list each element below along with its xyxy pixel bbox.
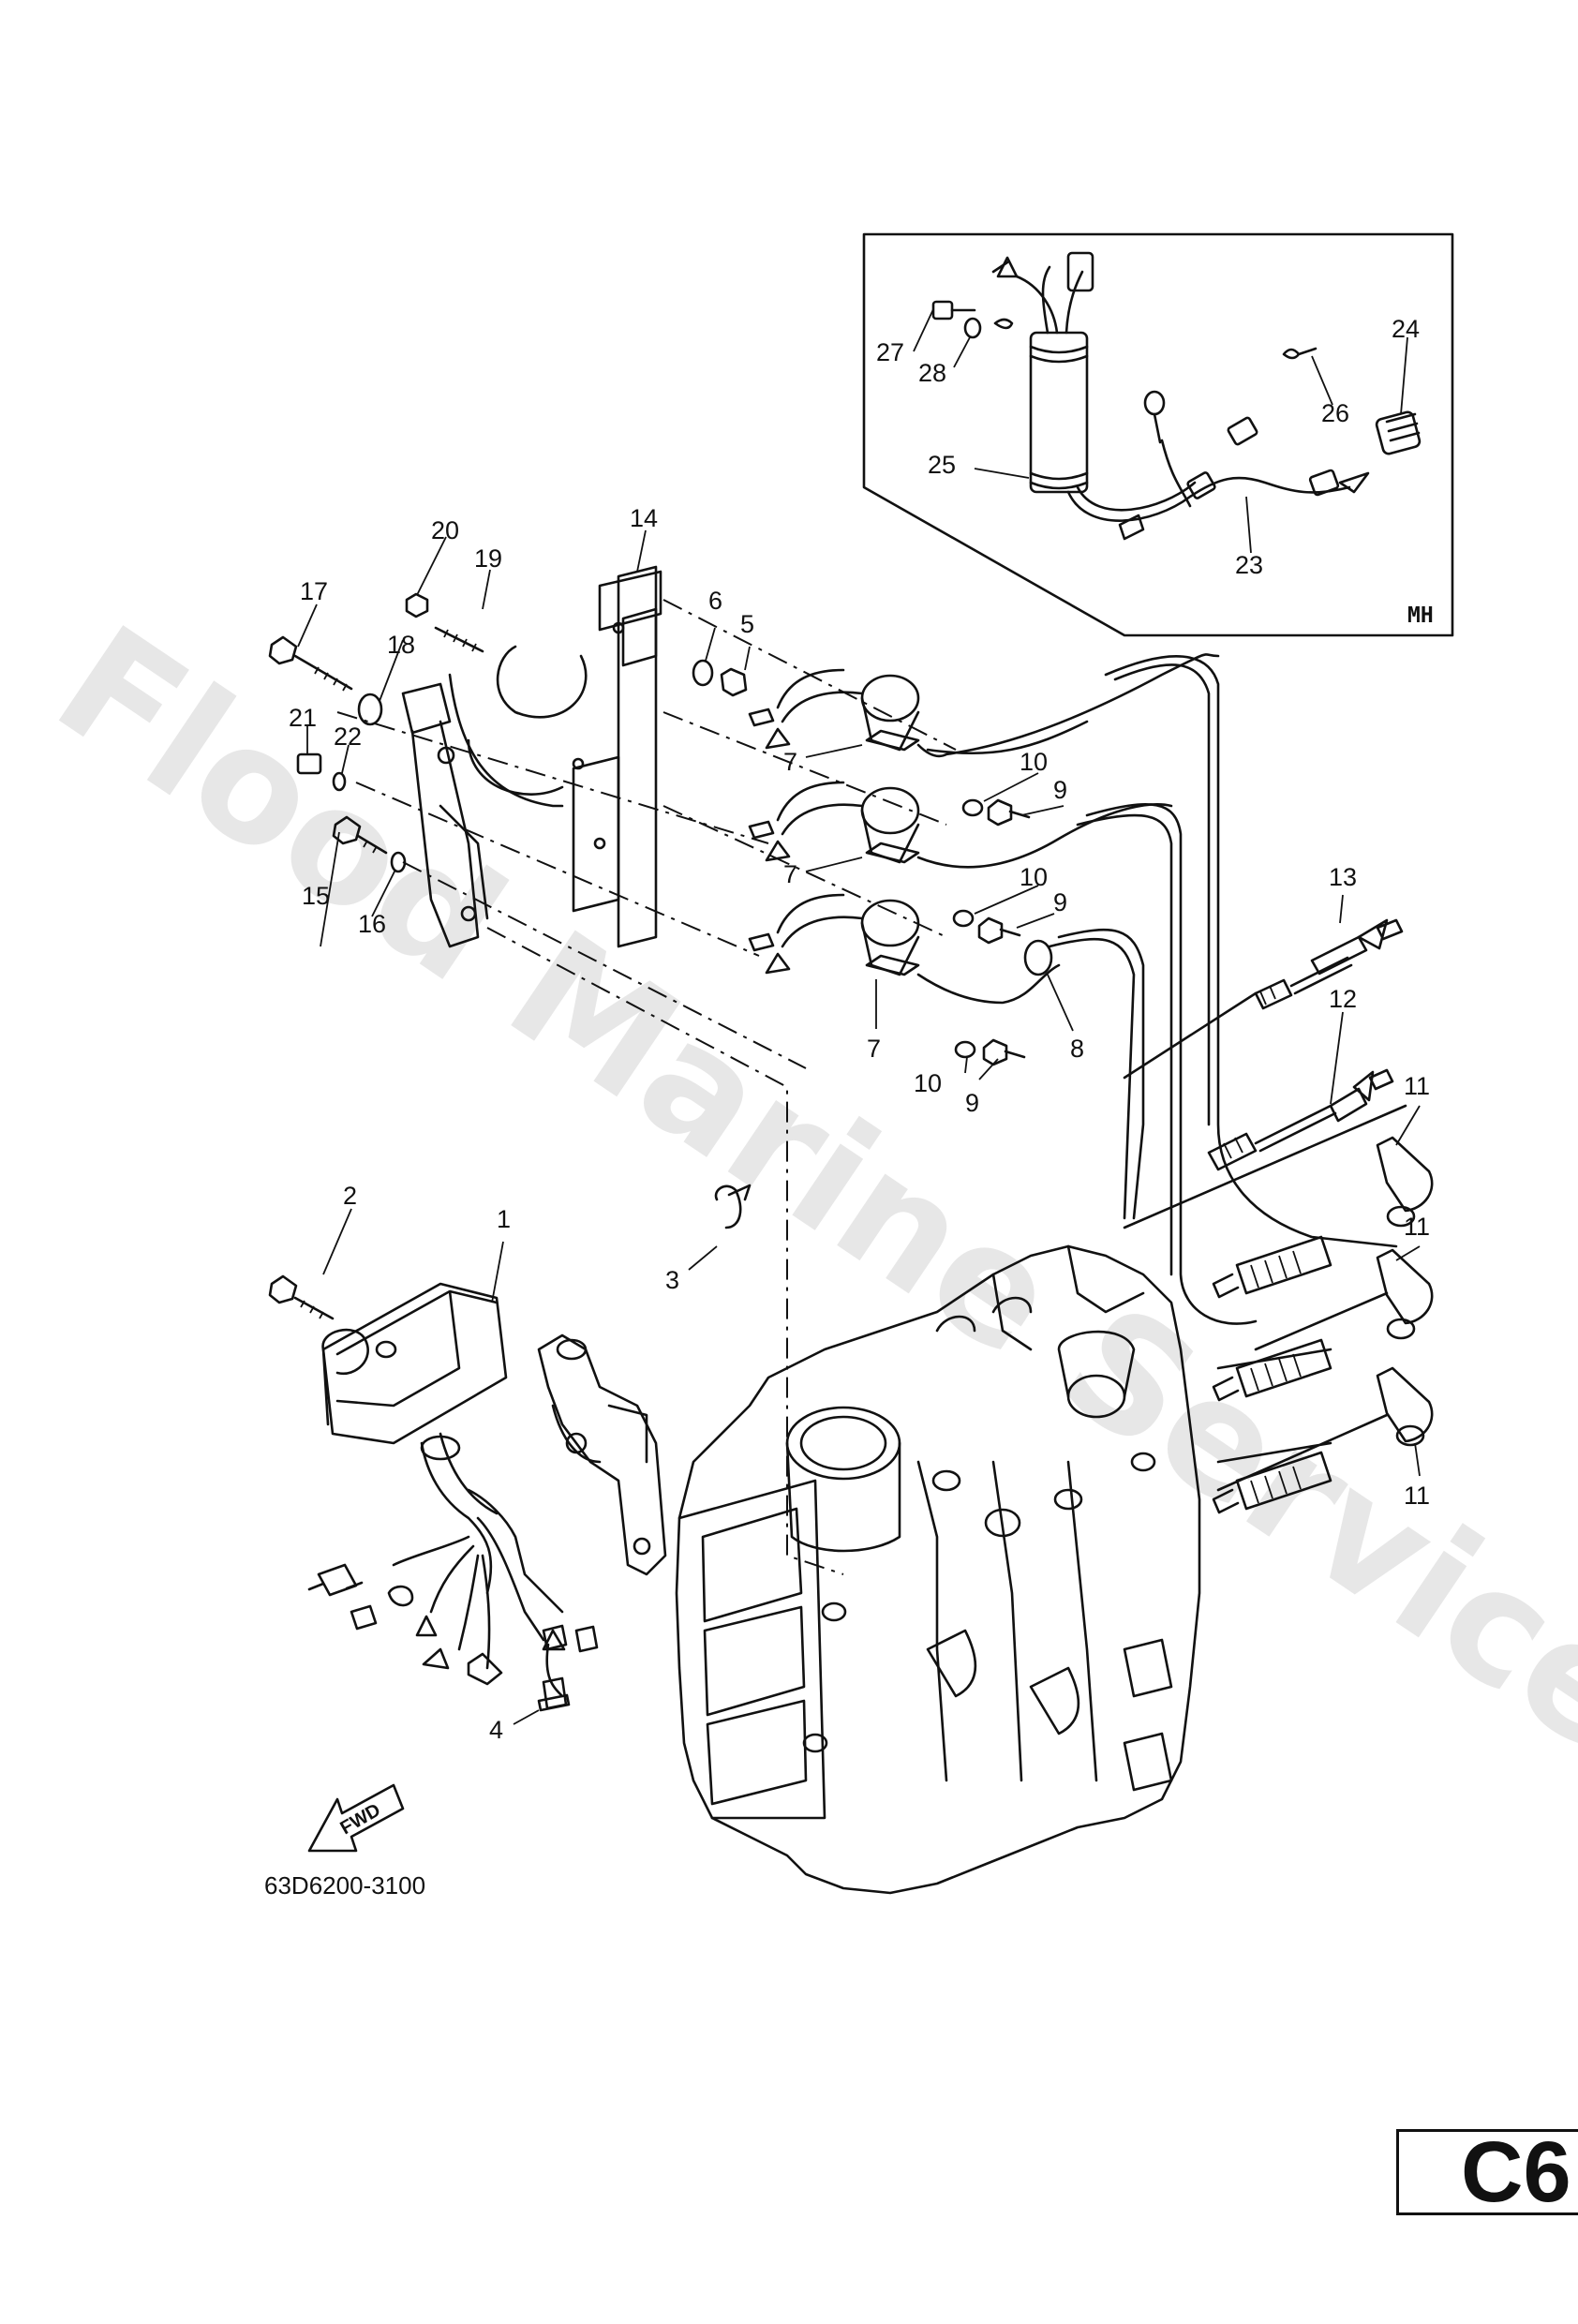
dash-leader bbox=[336, 711, 807, 1069]
callout: 12 bbox=[1329, 985, 1357, 1013]
dash-leader bbox=[662, 599, 957, 938]
callout: 8 bbox=[1070, 1035, 1084, 1063]
callout: 9 bbox=[1053, 888, 1067, 916]
callout: 1 bbox=[497, 1205, 511, 1233]
inset-mh: MH bbox=[862, 232, 1454, 637]
cylinder-block bbox=[675, 1244, 1201, 1895]
callout: 22 bbox=[334, 723, 362, 751]
bracket-hardware bbox=[268, 592, 748, 873]
callout: 7 bbox=[783, 860, 797, 888]
fwd-arrow-icon: FWD bbox=[307, 1783, 405, 1853]
callout: 11 bbox=[1404, 1482, 1430, 1510]
resistor-caps bbox=[1207, 918, 1404, 1171]
callout: 26 bbox=[1321, 399, 1349, 427]
callout: 11 bbox=[1404, 1213, 1430, 1241]
callout: 23 bbox=[1235, 551, 1263, 579]
callout: 13 bbox=[1329, 863, 1357, 891]
ignition-coils bbox=[748, 653, 1220, 1066]
callout: 21 bbox=[289, 704, 317, 732]
part-code: 63D6200-3100 bbox=[264, 1871, 425, 1899]
callout: 5 bbox=[740, 610, 754, 638]
callout: 2 bbox=[343, 1182, 357, 1210]
callout: 17 bbox=[300, 577, 328, 605]
plug-caps bbox=[1212, 1136, 1434, 1514]
callout-numbers: 1 2 3 4 5 6 7 7 7 8 9 9 9 10 10 10 11 11… bbox=[289, 315, 1430, 1744]
callout: 19 bbox=[474, 544, 502, 573]
callout: 11 bbox=[1404, 1072, 1430, 1100]
callout: 24 bbox=[1392, 315, 1420, 343]
dash-leader bbox=[486, 927, 844, 1575]
callout: 20 bbox=[431, 516, 459, 544]
callout: 7 bbox=[783, 748, 797, 776]
page-code: C6 bbox=[1396, 2129, 1578, 2215]
cdi-unit bbox=[268, 1184, 752, 1712]
callout: 28 bbox=[918, 359, 946, 387]
coil-bracket bbox=[401, 565, 662, 948]
ht-leads bbox=[1048, 655, 1407, 1492]
callout: 14 bbox=[630, 504, 658, 532]
callout: 4 bbox=[489, 1716, 503, 1744]
callout: 15 bbox=[302, 882, 330, 910]
callout: 25 bbox=[928, 451, 956, 479]
callout: 3 bbox=[665, 1266, 679, 1294]
callout: 9 bbox=[1053, 776, 1067, 804]
callout: 6 bbox=[708, 587, 722, 615]
callout: 18 bbox=[387, 631, 415, 659]
inset-label: MH bbox=[1407, 603, 1434, 628]
callout: 9 bbox=[965, 1089, 979, 1117]
callout: 10 bbox=[914, 1069, 942, 1097]
callout: 10 bbox=[1020, 863, 1048, 891]
callout: 7 bbox=[867, 1035, 881, 1063]
leader-lines bbox=[297, 308, 1421, 1725]
callout: 16 bbox=[358, 910, 386, 938]
sensor-bracket bbox=[537, 1333, 667, 1576]
callout: 10 bbox=[1020, 748, 1048, 776]
callout: 27 bbox=[876, 338, 904, 366]
